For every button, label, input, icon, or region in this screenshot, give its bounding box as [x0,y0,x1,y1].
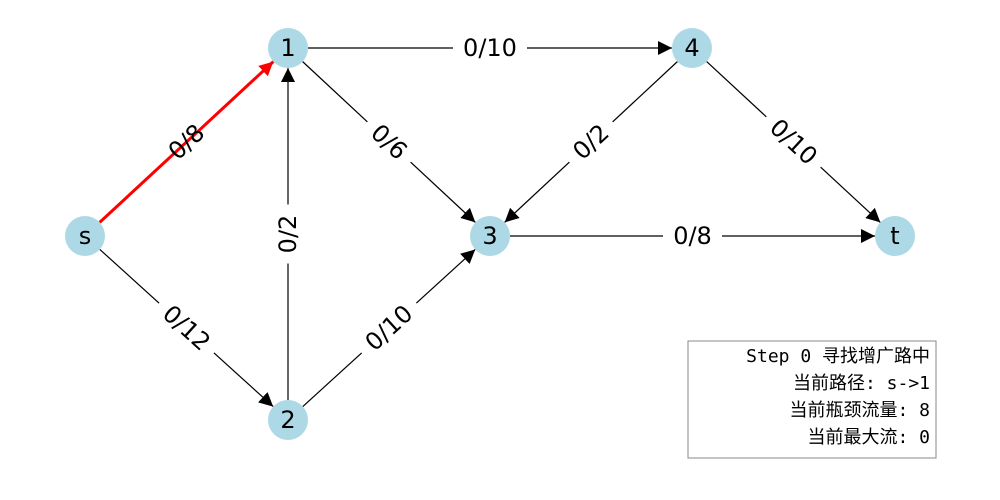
node-label-3: 3 [482,222,497,250]
info-line-bottleneck: 当前瓶颈流量: 8 [789,400,930,421]
node-label-4: 4 [684,34,699,62]
edge-label-background [149,292,224,364]
edge-label-group-1-3: 0/6 [357,110,421,174]
edge-label-group-2-1: 0/2 [273,204,303,264]
node-label-s: s [79,222,92,250]
edge-label-group-2-3: 0/10 [351,291,427,365]
edge-label-1-4: 0/10 [463,34,517,62]
edge-label-2-1: 0/2 [274,215,302,254]
info-line-max-flow: 当前最大流: 0 [807,427,930,448]
edge-label-group-4-3: 0/2 [559,110,623,174]
node-3 [470,216,510,256]
edge-s-1 [98,60,275,224]
info-box-frame [687,340,937,459]
info-box: Step 0 寻找增广路中 当前路径: s->1 当前瓶颈流量: 8 当前最大流… [687,340,937,459]
edge-label-background [756,105,831,179]
node-label-t: t [890,222,899,250]
edge-label-3-t: 0/8 [673,222,712,250]
edge-label-background [273,204,303,264]
edge-label-background [663,221,722,251]
info-line-current-path: 当前路径: s->1 [793,373,930,394]
node-label-1: 1 [280,34,295,62]
nodes-layer: s 1 2 3 4 t [65,28,915,440]
edge-label-background [351,291,427,365]
node-s [65,216,105,256]
edge-label-background [559,110,623,174]
node-1 [268,28,308,68]
node-label-2: 2 [280,406,295,434]
node-t [875,216,915,256]
info-line-step: Step 0 寻找增广路中 [746,346,930,367]
edge-label-background [453,33,527,63]
edge-label-group-4-t: 0/10 [756,105,831,179]
edge-label-group-3-t: 0/8 [663,221,722,251]
edge-label-background [357,110,421,174]
edge-label-group-1-4: 0/10 [453,33,527,63]
node-4 [672,28,712,68]
node-2 [268,400,308,440]
edge-label-group-s-2: 0/12 [149,292,224,364]
